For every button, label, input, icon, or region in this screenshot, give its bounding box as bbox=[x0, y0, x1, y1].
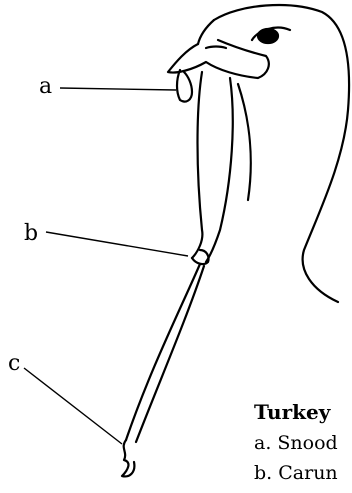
throat-fold bbox=[238, 84, 251, 200]
legend-title: Turkey bbox=[254, 400, 352, 424]
legend-item-caruncle: b. Carun bbox=[254, 462, 352, 484]
beak-nostril bbox=[206, 47, 226, 49]
head-top bbox=[198, 20, 214, 44]
callout-label-b: b bbox=[24, 223, 38, 245]
wattle-front bbox=[192, 72, 202, 258]
beard-tuft bbox=[122, 440, 134, 476]
wattle-back bbox=[206, 78, 233, 262]
beard bbox=[126, 264, 200, 440]
legend-item-snood: a. Snood bbox=[254, 432, 352, 454]
callout-line-c bbox=[24, 368, 122, 444]
head-outline bbox=[214, 5, 349, 302]
callout-label-c: c bbox=[8, 353, 20, 375]
callout-line-a bbox=[60, 88, 176, 90]
legend: Turkey a. Snood b. Carun bbox=[254, 400, 352, 492]
callout-line-b bbox=[46, 232, 188, 256]
beard-inner bbox=[136, 266, 204, 442]
snood bbox=[177, 70, 192, 102]
callout-label-a: a bbox=[39, 76, 52, 98]
